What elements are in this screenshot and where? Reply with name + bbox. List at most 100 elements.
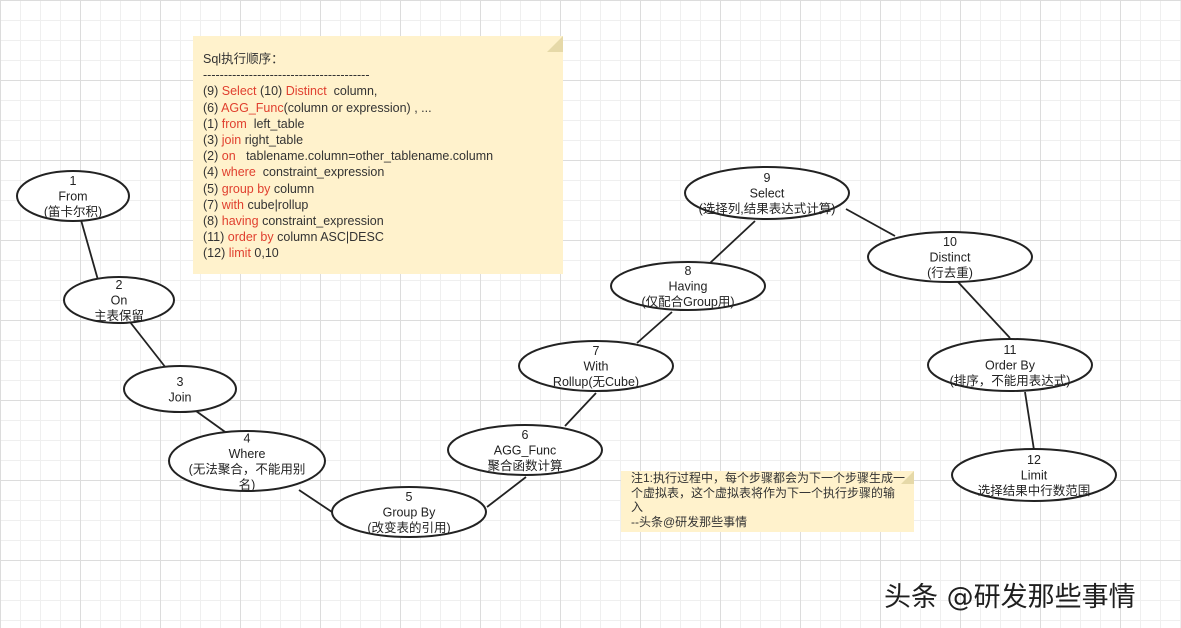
- edge-6-7: [564, 392, 597, 427]
- sql-line: (4) where constraint_expression: [203, 164, 553, 180]
- edge-1-2: [80, 219, 99, 281]
- sql-text: constraint_expression: [255, 165, 385, 180]
- edge-5-6: [486, 476, 527, 508]
- step-ellipse: [16, 170, 130, 222]
- step-label: On: [111, 294, 128, 308]
- step-label: With: [584, 360, 609, 374]
- sql-line: (3) join right_table: [203, 132, 553, 148]
- execution-tip-note: 注1:执行过程中，每个步骤都会为下一个步骤生成一个虚拟表，这个虚拟表将作为下一个…: [621, 471, 914, 532]
- sql-text: cube|rollup: [243, 197, 309, 212]
- step-label: (仅配合Group用): [641, 294, 734, 309]
- edge-8-9: [709, 220, 756, 264]
- step-number: 7: [593, 344, 600, 358]
- sql-order-note: Sql执行顺序： -------------------------------…: [193, 36, 563, 274]
- sql-line: (12) limit 0,10: [203, 245, 553, 261]
- sql-text: (column or expression) , ...: [283, 100, 432, 115]
- edge-7-8: [636, 311, 673, 344]
- step-label: 聚合函数计算: [487, 458, 562, 473]
- sql-text: (10): [256, 84, 286, 99]
- step-ellipse: [63, 276, 175, 324]
- step-label: Group By: [383, 506, 437, 520]
- sql-text: constraint_expression: [258, 214, 384, 229]
- step-number: 2: [116, 278, 123, 292]
- sql-text: (2): [203, 149, 222, 164]
- sql-text: 0,10: [250, 246, 279, 261]
- step-label: (行去重): [927, 265, 973, 280]
- step-label: (无法聚合，不能用别: [189, 461, 306, 476]
- step-number: 6: [522, 428, 529, 442]
- sql-line: (2) on tablename.column=other_tablename.…: [203, 148, 553, 164]
- step-ellipse: [951, 448, 1117, 502]
- step-ellipse: [867, 231, 1033, 283]
- sql-keyword: AGG_Func: [221, 100, 284, 115]
- edge-4-5: [298, 489, 336, 515]
- step-label: (笛卡尔积): [44, 204, 102, 219]
- sql-text: (7): [203, 197, 222, 212]
- sql-text: tablename.column=other_tablename.column: [235, 149, 494, 164]
- sql-text: (4): [203, 165, 222, 180]
- sql-text: (5): [203, 181, 222, 196]
- sql-keyword: with: [221, 197, 244, 212]
- watermark: 头条 @研发那些事情: [884, 582, 1136, 613]
- sql-line: (9) Select (10) Distinct column,: [203, 83, 553, 99]
- step-ellipse: [610, 261, 766, 311]
- edge-layer: [80, 208, 1035, 515]
- step-number: 5: [406, 490, 413, 504]
- note-fold-corner: [547, 36, 563, 52]
- step-ellipse: [331, 486, 487, 538]
- sql-text: right_table: [241, 133, 304, 148]
- sql-keyword: join: [221, 133, 242, 148]
- step-number: 4: [244, 431, 251, 445]
- edge-2-3: [129, 321, 167, 369]
- step-label: 主表保留: [94, 309, 144, 323]
- step-number: 1: [70, 174, 77, 188]
- sql-keyword: order by: [227, 230, 274, 245]
- step-number: 3: [177, 375, 184, 389]
- sql-keyword: Distinct: [285, 84, 327, 99]
- step-ellipse: [684, 166, 850, 220]
- step-label: (选择列,结果表达式计算): [699, 201, 836, 216]
- sql-keyword: group by: [221, 181, 271, 196]
- tip-note-signature: --头条@研发那些事情: [631, 514, 748, 529]
- sql-keyword: limit: [228, 246, 251, 261]
- sql-text: (1): [203, 116, 222, 131]
- step-ellipse: [518, 340, 674, 392]
- step-ellipse: [927, 338, 1093, 392]
- step-label: Having: [669, 280, 708, 294]
- step-number: 11: [1004, 343, 1017, 357]
- step-ellipse: [447, 424, 603, 476]
- sql-text: (11): [203, 230, 228, 245]
- step-label: Distinct: [930, 251, 972, 265]
- edge-3-4: [195, 410, 229, 435]
- sql-note-title: Sql执行顺序：: [203, 52, 284, 66]
- sql-line: (11) order by column ASC|DESC: [203, 229, 553, 245]
- edge-11-12: [1024, 391, 1035, 451]
- step-ellipse: [123, 365, 237, 413]
- step-number: 12: [1027, 453, 1041, 467]
- sql-line: (8) having constraint_expression: [203, 213, 553, 229]
- sql-text: (6): [203, 100, 222, 115]
- step-ellipse: [168, 430, 326, 492]
- sql-text: column ASC|DESC: [273, 230, 384, 245]
- edge-9-10: [845, 208, 896, 237]
- step-label: Order By: [985, 359, 1036, 373]
- step-label: 名): [239, 477, 256, 492]
- step-number: 8: [685, 264, 692, 278]
- edge-10-11: [957, 281, 1011, 339]
- sql-line: (7) with cube|rollup: [203, 197, 553, 213]
- step-number: 9: [764, 171, 771, 185]
- sql-note-separator: ----------------------------------------: [203, 68, 370, 83]
- step-number: 10: [943, 235, 957, 249]
